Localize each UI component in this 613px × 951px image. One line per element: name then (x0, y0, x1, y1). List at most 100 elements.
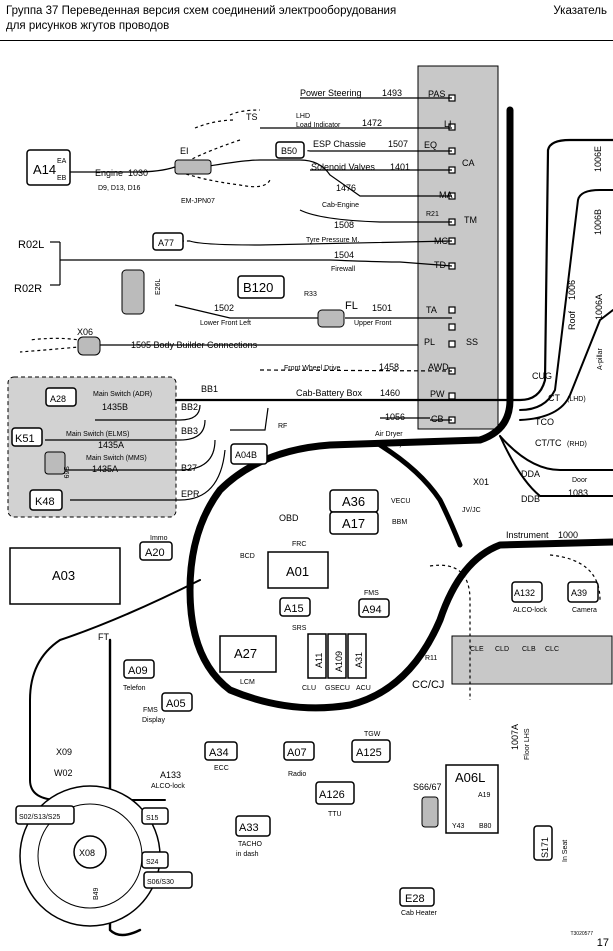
r33-label: R33 (304, 291, 317, 298)
cle-label: CLE (470, 646, 484, 653)
a109-label: A109 (334, 651, 344, 672)
frc-label: FRC (292, 541, 306, 548)
k48-label: K48 (35, 496, 55, 508)
tgw-label: TGW (364, 731, 381, 738)
s69-switch (44, 451, 66, 475)
a06l-label: A06L (455, 770, 485, 785)
n1472-label: 1472 (362, 118, 382, 128)
x06-label: X06 (77, 327, 93, 337)
ttu-label: TTU (328, 811, 342, 818)
n1460-label: 1460 (380, 388, 400, 398)
ct-label: CT (548, 393, 560, 403)
s06-switch (143, 871, 193, 889)
ct-tc-label: CT/TC (535, 438, 562, 448)
n1401-label: 1401 (390, 162, 410, 172)
a77-label: A77 (158, 238, 174, 248)
k48-module (29, 489, 63, 511)
r21-label: R21 (426, 211, 439, 218)
n1501-label: 1501 (372, 303, 392, 313)
a15-module (279, 597, 311, 617)
bb2-label: BB2 (181, 402, 198, 412)
n1083-label: 1083 (568, 488, 588, 498)
page-title-line1: Группа 37 Переведенная версия схем соеди… (6, 5, 397, 17)
rf-label: RF (278, 423, 287, 430)
n1508-label: 1508 (334, 220, 354, 230)
b50-module (275, 141, 305, 159)
a09-module (123, 659, 155, 679)
ecc-label: ECC (214, 765, 229, 772)
air-dryer-label: Air Dryer (375, 431, 403, 438)
s24-switch (141, 851, 169, 869)
1006b-label: 1006B (593, 209, 603, 235)
x08-connector (73, 835, 107, 869)
jvjc-label: JV/JC (462, 507, 481, 514)
n1505-label: 1505 Body Builder Connections (131, 340, 258, 350)
fl-connector (317, 309, 345, 328)
a01-module (267, 551, 329, 589)
s171-label: S171 (540, 837, 550, 858)
cccj-label: CC/CJ (412, 679, 444, 691)
a03-label: A03 (52, 568, 75, 583)
a04b-label: A04B (235, 450, 257, 460)
k51-label: K51 (15, 433, 35, 445)
load-indicator-label: Load Indicator (296, 122, 341, 129)
n1476-label: 1476 (336, 183, 356, 193)
a33-module (235, 815, 271, 837)
cb-label: CB (431, 414, 444, 424)
fms-label: FMS (364, 590, 379, 597)
a14-label: A14 (33, 162, 56, 177)
em-jpn-label: EM-JPN07 (181, 198, 215, 205)
gsecu-label: GSECU (325, 685, 350, 692)
x06-connector (77, 336, 101, 356)
x09-label: X09 (56, 747, 72, 757)
ei-label: EI (180, 146, 189, 156)
a05-label: A05 (166, 698, 186, 710)
a14-ea: EA (57, 158, 67, 165)
ta-label: TA (426, 305, 437, 315)
a31-label: A31 (354, 652, 364, 668)
a34-label: A34 (209, 747, 229, 759)
d9-label: D9, D13, D16 (98, 185, 141, 192)
cab-battery-label: Cab-Battery Box (296, 388, 363, 398)
n1502-label: 1502 (214, 303, 234, 313)
solenoid-label: Solenoid Valves (311, 162, 375, 172)
a34-module (204, 741, 238, 761)
lcm-label: LCM (240, 679, 255, 686)
a132-module (511, 581, 543, 603)
n1435a2-label: 1435A (92, 464, 118, 474)
page-title-line2: для рисунков жгутов проводов (6, 20, 170, 32)
cab-engine-label: Cab-Engine (322, 202, 359, 209)
n1435a1-label: 1435A (98, 440, 124, 450)
page-title: Группа 37 Переведенная версия схем соеди… (6, 4, 476, 34)
b120-module (237, 275, 285, 299)
n1493-label: 1493 (382, 88, 402, 98)
tacho-label: TACHO (238, 841, 263, 848)
immo-label: Immo (150, 535, 168, 542)
esp-label: ESP Chassie (313, 139, 366, 149)
pw-label: PW (430, 389, 445, 399)
b80-label: B80 (479, 823, 492, 830)
floor-lhs-label: Floor LHS (524, 728, 531, 760)
eq-label: EQ (424, 140, 437, 150)
w02-label: W02 (54, 768, 73, 778)
awd-label: AWD (428, 362, 449, 372)
s15-switch (141, 807, 169, 825)
epr-label: EPR (181, 489, 200, 499)
power-steering-label: Power Steering (300, 88, 362, 98)
ca-label: CA (462, 158, 475, 168)
a06l-module (445, 764, 499, 834)
instrument-label: Instrument (506, 530, 549, 540)
1006a-label: 1006A (594, 294, 604, 320)
a94-module (358, 598, 390, 618)
a28-module (45, 387, 77, 407)
door-label: Door (572, 477, 588, 484)
1006e-label: 1006E (593, 146, 603, 172)
a14-eb: EB (57, 175, 67, 182)
alco-lock2-label: ALCO-lock (151, 783, 185, 790)
bb1-label: BB1 (201, 384, 218, 394)
a39-label: A39 (571, 588, 587, 598)
acu-label: ACU (356, 685, 371, 692)
a20-module (139, 541, 173, 561)
fms-display-label2: Display (142, 717, 165, 724)
